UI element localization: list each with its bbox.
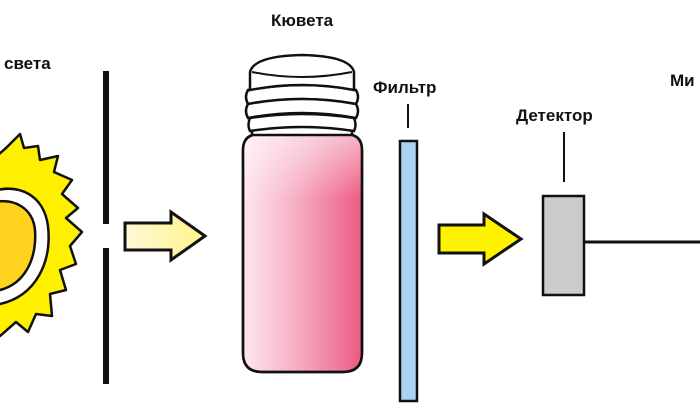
sun-icon bbox=[0, 132, 84, 338]
cuvette bbox=[241, 53, 364, 374]
filter-plate bbox=[398, 139, 419, 403]
light-source-label: света bbox=[4, 54, 51, 73]
microammeter-label: Ми bbox=[670, 71, 695, 90]
cuvette-label: Кювета bbox=[271, 11, 334, 30]
filter-label: Фильтр bbox=[373, 78, 436, 97]
detector-label: Детектор bbox=[516, 106, 593, 125]
detector bbox=[541, 194, 586, 297]
light-arrow-2 bbox=[437, 211, 524, 267]
light-arrow-1 bbox=[123, 209, 208, 263]
